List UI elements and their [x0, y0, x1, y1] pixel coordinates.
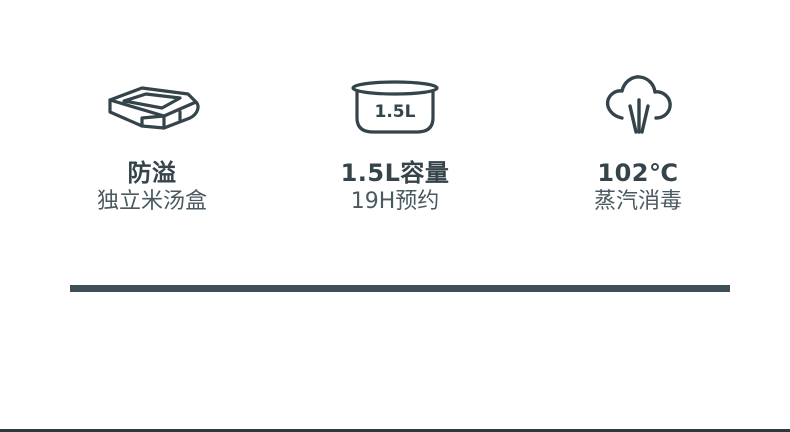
- feature-subtitle: 独立米汤盒: [96, 189, 207, 214]
- feature-title: 防溢: [127, 159, 177, 187]
- feature-steam-sterilize: 102℃ 蒸汽消毒: [538, 72, 738, 216]
- feature-capacity: 1.5L 1.5L容量 19H预约: [295, 72, 495, 216]
- feature-subtitle: 19H预约: [350, 189, 440, 214]
- steam-cloud-icon: [598, 72, 678, 144]
- bottom-border: [0, 429, 790, 432]
- feature-subtitle: 蒸汽消毒: [593, 189, 682, 214]
- soup-box-icon: [102, 72, 202, 144]
- inner-pot-icon: 1.5L: [349, 72, 441, 144]
- feature-anti-overflow: 防溢 独立米汤盒: [52, 72, 252, 216]
- feature-title: 102℃: [597, 159, 679, 187]
- pot-capacity-label: 1.5L: [375, 102, 416, 122]
- divider-line: [70, 285, 730, 292]
- feature-title: 1.5L容量: [340, 159, 450, 187]
